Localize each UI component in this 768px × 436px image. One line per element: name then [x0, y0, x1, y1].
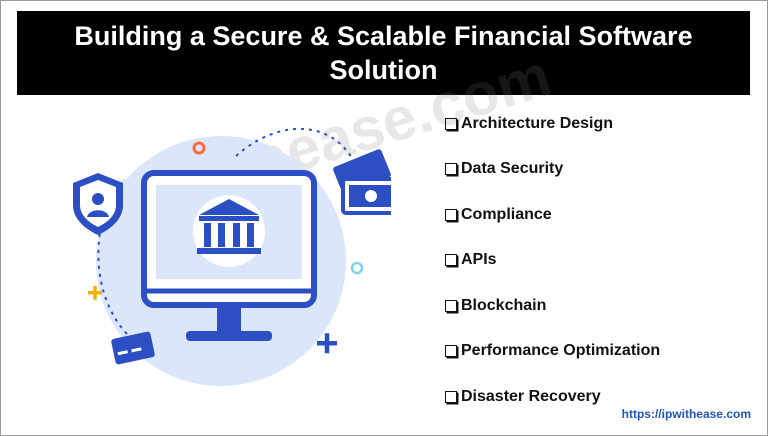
feature-label: Architecture Design	[461, 114, 614, 132]
financial-software-illustration	[73, 127, 391, 386]
checkbox-icon	[445, 208, 457, 221]
orange-circle-icon	[192, 141, 206, 155]
list-item: Performance Optimization	[445, 329, 755, 375]
bank-building-icon	[193, 195, 265, 267]
teal-circle-icon	[350, 261, 364, 275]
credit-card-icon	[111, 331, 155, 365]
feature-label: Disaster Recovery	[461, 387, 601, 405]
list-item: Disaster Recovery	[445, 374, 755, 420]
footer-url-link[interactable]: https://ipwithease.com	[621, 407, 751, 421]
list-item: APIs	[445, 238, 755, 284]
feature-label: APIs	[461, 251, 497, 269]
checkbox-icon	[445, 299, 457, 312]
yellow-plus-icon	[88, 285, 102, 300]
feature-label: Blockchain	[461, 296, 547, 314]
list-item: Compliance	[445, 192, 755, 238]
money-bills-icon	[333, 149, 391, 215]
checkbox-icon	[445, 163, 457, 176]
checkbox-icon	[445, 117, 457, 130]
blue-plus-icon	[317, 333, 337, 354]
feature-label: Data Security	[461, 160, 564, 178]
list-item: Data Security	[445, 147, 755, 193]
page-title: Building a Secure & Scalable Financial S…	[74, 21, 693, 85]
checkbox-icon	[445, 345, 457, 358]
title-banner: Building a Secure & Scalable Financial S…	[17, 11, 750, 95]
list-item: Architecture Design	[445, 101, 755, 147]
feature-label: Compliance	[461, 205, 552, 223]
checkbox-icon	[445, 390, 457, 403]
list-item: Blockchain	[445, 283, 755, 329]
feature-label: Performance Optimization	[461, 342, 661, 360]
checkbox-icon	[445, 254, 457, 267]
feature-list: Architecture Design Data Security Compli…	[445, 101, 755, 420]
shield-user-icon	[73, 173, 123, 235]
